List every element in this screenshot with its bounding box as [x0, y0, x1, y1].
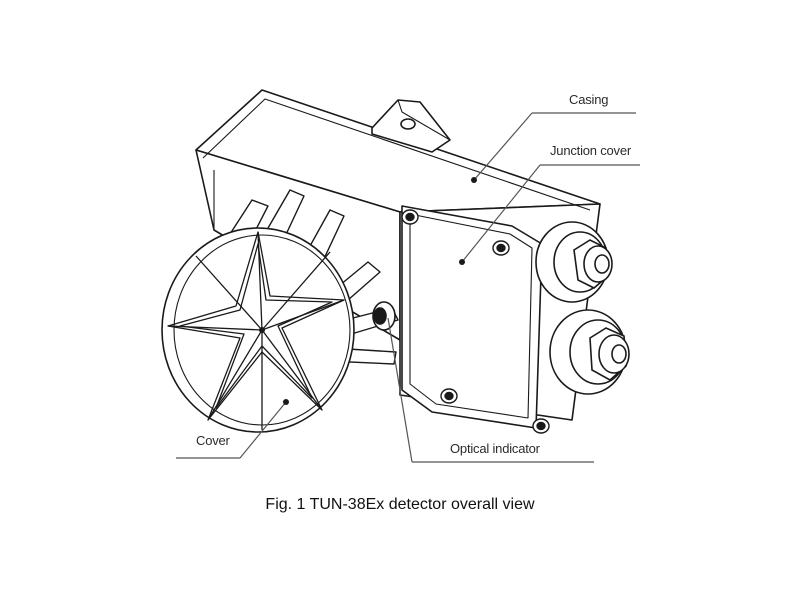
junction-cover-label: Junction cover [550, 143, 632, 158]
screw-top-left [401, 209, 419, 225]
cover-star-pattern [167, 231, 345, 430]
callout-casing-leader [471, 112, 636, 183]
junction-cover-plate [401, 205, 543, 429]
screw-top-right [492, 240, 510, 256]
cover-label: Cover [196, 433, 230, 448]
mounting-bracket [371, 99, 451, 153]
optical-indicator-lens [372, 301, 396, 331]
callout-optical-leader [387, 317, 594, 463]
cable-gland-lower [549, 309, 630, 395]
cover-centre [259, 327, 265, 333]
callout-junction-leader [459, 164, 640, 265]
cover-screws [401, 209, 550, 434]
screw-bottom-left [440, 388, 458, 404]
cable-gland-upper [535, 221, 613, 303]
screw-bottom-right [532, 418, 550, 434]
callout-cover-leader [176, 399, 289, 459]
casing-label: Casing [569, 92, 609, 107]
figure-caption: Fig. 1 TUN-38Ex detector overall view [265, 496, 535, 513]
optical-indicator-label: Optical indicator [450, 441, 540, 456]
